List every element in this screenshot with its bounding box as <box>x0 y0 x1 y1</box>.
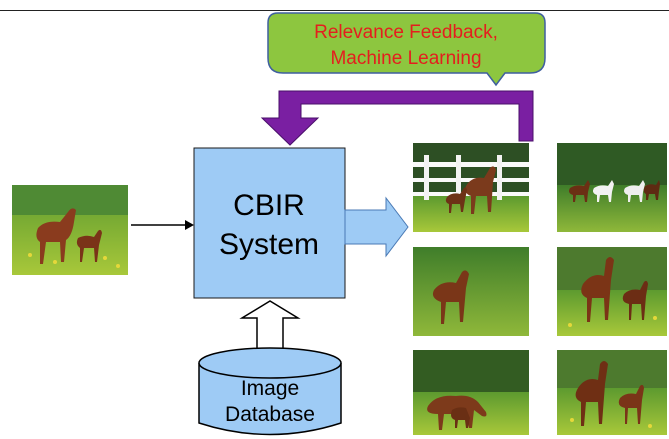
database-label-line2: Database <box>225 403 315 426</box>
result-image-2 <box>557 143 667 232</box>
feedback-arrow-shape <box>260 90 534 146</box>
result-image-1 <box>413 143 529 232</box>
query-image <box>12 185 128 275</box>
result-image-6 <box>557 350 667 435</box>
database-label-line1: Image <box>241 377 299 400</box>
results-block-arrow <box>344 196 409 258</box>
result-image-3 <box>413 247 529 336</box>
feedback-callout-shape <box>267 12 546 87</box>
feedback-label-line1: Relevance Feedback, <box>314 22 498 43</box>
query-arrow <box>131 220 194 230</box>
cbir-system-box: CBIR System <box>193 147 346 299</box>
feedback-label-line2: Machine Learning <box>330 48 481 69</box>
cbir-label-line1: CBIR <box>233 189 305 222</box>
feedback-arrow <box>260 90 534 146</box>
database-block-arrow <box>239 300 301 354</box>
top-rule <box>0 10 669 11</box>
result-image-4 <box>557 247 667 336</box>
cbir-label-line2: System <box>219 228 319 261</box>
feedback-callout: Relevance Feedback, Machine Learning <box>267 12 546 87</box>
result-image-5 <box>413 350 529 435</box>
image-database-cylinder: Image Database <box>198 347 342 436</box>
